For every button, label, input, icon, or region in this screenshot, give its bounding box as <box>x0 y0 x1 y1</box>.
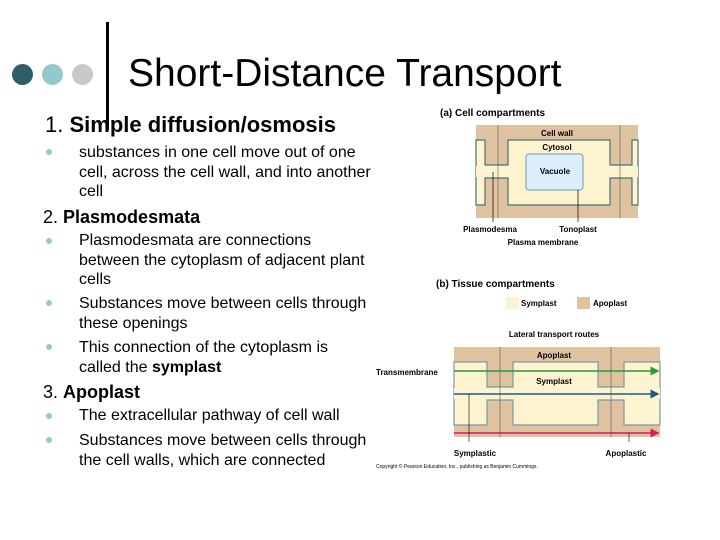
bullet-text-bold: symplast <box>151 358 222 376</box>
label-symplastic: Symplastic <box>454 449 497 458</box>
bullet-text-prefix: This connection of the cytoplasm is call… <box>79 339 329 376</box>
decor-dot-dark <box>12 64 33 85</box>
bullet-text: This connection of the cytoplasm is call… <box>79 338 373 377</box>
section-1-heading: 1. Simple diffusion/osmosis <box>45 112 336 138</box>
legend-apoplast: Apoplast <box>593 299 628 308</box>
vacuole <box>525 153 584 191</box>
bullet-icon <box>46 238 52 244</box>
section-3-heading: 3. Apoplast <box>43 382 140 403</box>
label-tonoplast: Tonoplast <box>559 225 597 234</box>
legend-symplast: Symplast <box>521 299 557 308</box>
bullet-icon <box>46 344 52 350</box>
title-divider <box>106 22 109 130</box>
section-title: Simple diffusion/osmosis <box>69 112 336 137</box>
transport-figure: (a) Cell compartments Cell wall Cytosol … <box>374 100 670 480</box>
label-vacuole: Vacuole <box>540 167 571 176</box>
bullet-text: Substances move between cells through th… <box>79 295 367 332</box>
label-plasma-membrane: Plasma membrane <box>508 238 579 247</box>
decor-dot-teal <box>42 64 63 85</box>
section-2-heading: 2. Plasmodesmata <box>43 207 200 228</box>
bullet-text: substances in one cell move out of one c… <box>79 144 371 200</box>
bullet-text: Substances move between cells through th… <box>79 432 367 469</box>
label-cell-wall: Cell wall <box>541 129 573 138</box>
slide-title: Short-Distance Transport <box>128 52 562 95</box>
label-plasmodesma: Plasmodesma <box>463 225 517 234</box>
bullet-text: The extracellular pathway of cell wall <box>79 407 340 424</box>
section-number: 3. <box>43 382 59 402</box>
label-apoplast: Apoplast <box>537 351 572 360</box>
bullet-icon <box>46 149 52 155</box>
fig-b-title: (b) Tissue compartments <box>436 279 555 290</box>
legend-swatch-symplast <box>506 297 519 309</box>
bullet-icon <box>46 437 52 443</box>
bullet-icon <box>46 300 52 306</box>
label-cytosol: Cytosol <box>542 143 571 152</box>
copyright: Copyright © Pearson Education, Inc., pub… <box>376 463 538 470</box>
label-apoplastic: Apoplastic <box>606 449 647 458</box>
legend-swatch-apoplast <box>577 297 590 309</box>
section-number: 2. <box>43 207 59 227</box>
label-transmembrane: Transmembrane <box>376 368 438 377</box>
label-symplast: Symplast <box>536 377 572 386</box>
section-title: Plasmodesmata <box>63 207 201 227</box>
bullet-text: Plasmodesmata are connections between th… <box>79 232 365 288</box>
section-number: 1. <box>45 112 64 137</box>
bullet-icon <box>46 413 52 419</box>
decor-dot-gray <box>72 64 93 85</box>
section-title: Apoplast <box>63 382 141 402</box>
fig-a-title: (a) Cell compartments <box>440 108 545 119</box>
label-routes: Lateral transport routes <box>509 330 600 339</box>
